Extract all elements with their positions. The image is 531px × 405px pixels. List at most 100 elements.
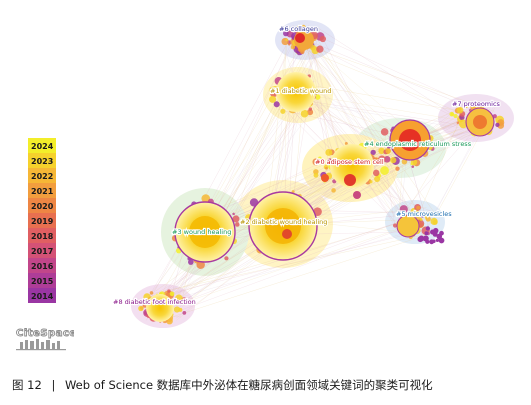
network-node: [232, 215, 240, 223]
network-link: [368, 172, 396, 218]
network-node: [287, 43, 291, 46]
network-link: [300, 31, 418, 224]
network-node: [312, 158, 320, 166]
network-node: [325, 148, 333, 156]
network-node: [463, 103, 469, 109]
network-link: [144, 233, 429, 296]
cluster-5-label: #5 microvesicles: [396, 210, 452, 218]
cluster-1-label: #1 diabetic wound: [270, 87, 331, 95]
network-node: [290, 44, 296, 50]
network-link: [212, 134, 408, 232]
network-node: [280, 108, 286, 114]
cluster-6-label-halo: #6 collagen: [279, 25, 318, 33]
network-node: [175, 294, 183, 303]
network-node: [425, 240, 429, 244]
legend-year-2019: 2019: [31, 217, 54, 226]
network-node: [297, 24, 302, 30]
network-node: [201, 194, 211, 203]
network-node: [318, 156, 322, 160]
network-node: [456, 106, 464, 114]
year-legend: 2024202320222021202020192018201720162015…: [28, 138, 56, 303]
network-node: [281, 37, 289, 46]
network-node: [419, 218, 423, 221]
network-node: [372, 169, 380, 177]
network-link: [144, 167, 347, 310]
network-node: [390, 157, 397, 164]
cluster-7-label: #7 proteomics: [452, 100, 501, 108]
network-node: [432, 231, 438, 237]
network-node: [319, 35, 327, 43]
network-link: [316, 109, 389, 142]
cluster-2-label: #2 diabetic wound healing: [240, 218, 327, 226]
network-link: [306, 30, 485, 112]
legend-swatch-2023: [28, 153, 56, 168]
network-link: [295, 92, 458, 121]
cluster-5-label-halo: #5 microvesicles: [396, 210, 452, 218]
network-node: [188, 259, 194, 265]
network-node: [392, 223, 398, 228]
legend-swatch-2019: [28, 213, 56, 228]
network-node: [383, 156, 391, 163]
cluster-labels: #6 collagen #6 collagen #1 diabetic woun…: [112, 24, 502, 307]
network-link: [292, 25, 425, 220]
network-node: [369, 180, 373, 184]
network-node: [449, 111, 455, 117]
network-node: [430, 217, 438, 226]
network-link: [298, 131, 464, 226]
network-node: [273, 101, 280, 108]
figure-caption: 图 12 | Web of Science 数据库中外泌体在糖尿病创面领域关键词…: [12, 377, 439, 393]
network-node: [291, 190, 295, 194]
legend-year-2024: 2024: [31, 142, 54, 151]
cluster-network: #6 collagen #6 collagen #1 diabetic woun…: [28, 20, 514, 328]
network-node: [169, 291, 175, 297]
network-link: [305, 41, 462, 121]
network-node: [224, 256, 229, 261]
network-link: [366, 180, 398, 230]
cluster-8-label: #8 diabetic foot infection: [113, 298, 196, 306]
network-node: [425, 216, 431, 222]
network-link: [405, 132, 473, 209]
network-link: [154, 223, 415, 313]
network-node: [401, 158, 408, 165]
network-node: [232, 212, 235, 216]
network-link: [317, 27, 465, 123]
legend-swatch-2015: [28, 273, 56, 288]
network-link: [148, 45, 287, 304]
cluster-4-label-halo: #4 endoplasmic reticulum stress: [364, 140, 472, 148]
network-link: [144, 171, 354, 304]
network-link: [289, 42, 417, 223]
network-node: [300, 109, 309, 118]
network-link: [313, 47, 394, 160]
legend-swatch-2021: [28, 183, 56, 198]
network-node: [196, 260, 205, 270]
network-link: [313, 31, 423, 221]
caption-text: Web of Science 数据库中外泌体在糖尿病创面领域关键词的聚类可视化: [64, 378, 433, 392]
network-link: [201, 36, 298, 220]
network-node: [344, 142, 348, 145]
network-link: [150, 104, 318, 321]
cluster-6-label: #6 collagen: [279, 25, 318, 33]
legend-swatch-2022: [28, 168, 56, 183]
logo-text: CiteSpace: [16, 328, 74, 339]
network-node: [374, 175, 381, 182]
network-link: [281, 28, 289, 81]
network-node: [410, 162, 413, 166]
network-node: [387, 145, 391, 149]
legend-year-2018: 2018: [31, 232, 54, 241]
caption-separator: |: [51, 378, 56, 392]
network-link: [311, 86, 397, 155]
network-node: [424, 231, 429, 236]
network-node: [429, 239, 435, 245]
network-link: [406, 116, 465, 211]
network-link: [382, 151, 396, 231]
network-link: [286, 80, 471, 113]
legend-swatch-2016: [28, 258, 56, 273]
legend-year-2022: 2022: [31, 172, 53, 181]
network-node: [269, 95, 277, 103]
network-node: [435, 238, 440, 242]
network-link: [214, 103, 310, 237]
network-link: [148, 87, 306, 298]
network-node: [149, 291, 154, 295]
network-link: [156, 210, 431, 312]
legend-swatch-2020: [28, 198, 56, 213]
